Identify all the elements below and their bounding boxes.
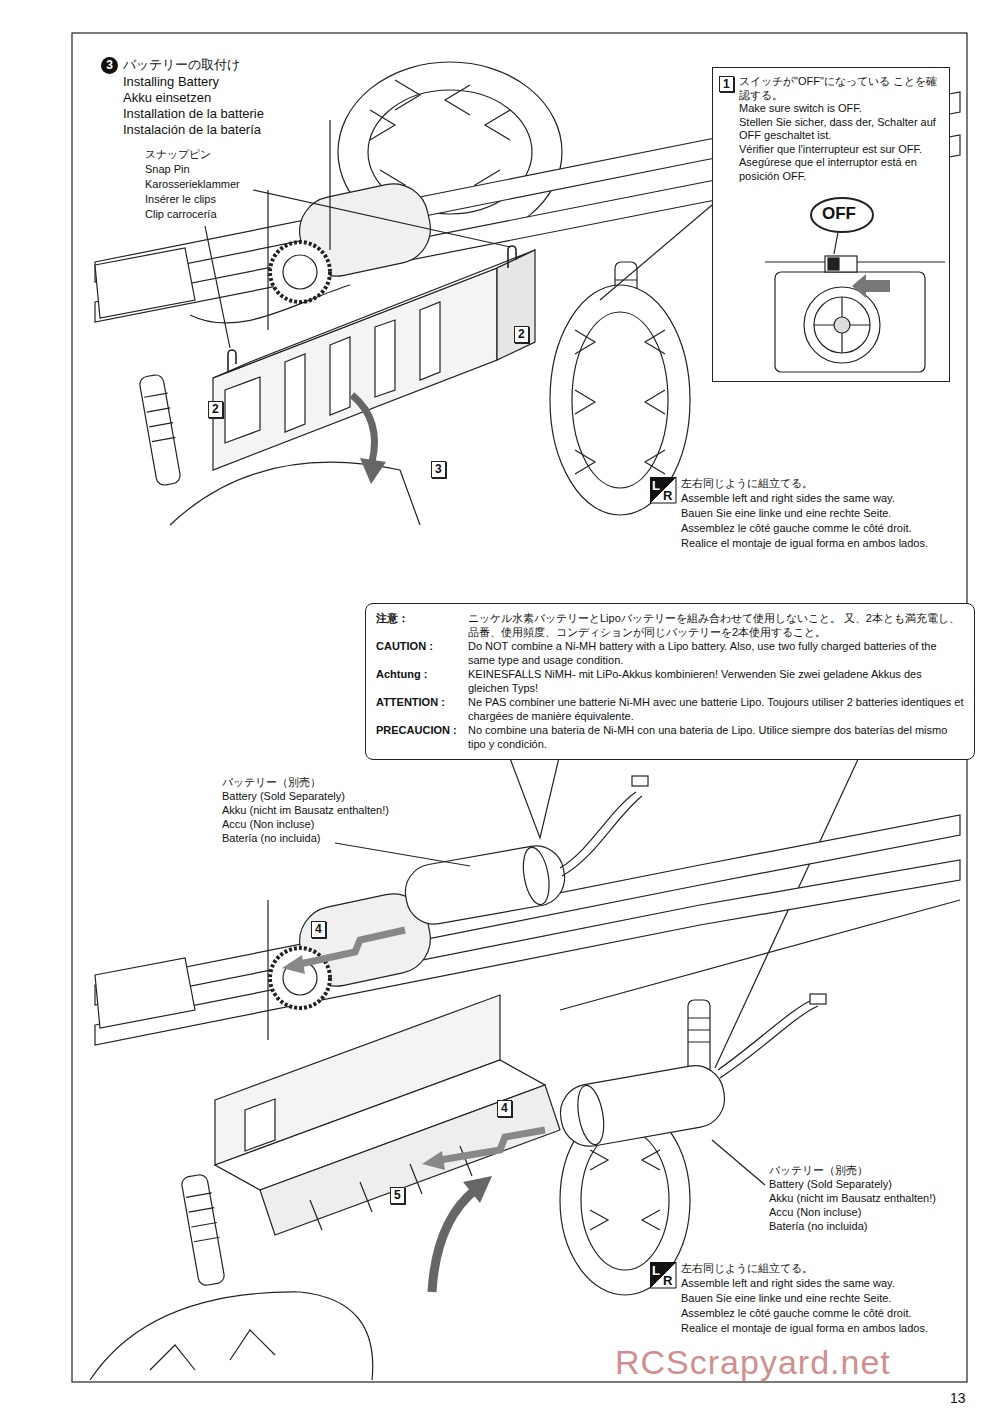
note-text: Asegúrese que el interruptor está en pos… xyxy=(739,156,944,183)
note-text: Vérifier que l'interrupteur est sur OFF. xyxy=(739,143,944,157)
lr-icon xyxy=(650,477,676,1288)
section-title: バッテリーの取付け xyxy=(123,57,240,73)
part-label: Battery (Sold Separately) xyxy=(222,790,345,803)
note-text: Make sure switch is OFF. xyxy=(739,102,944,116)
caution-heading: ATTENTION : xyxy=(376,696,468,723)
note-text: Assemblez le côté gauche comme le côté d… xyxy=(681,1307,912,1320)
part-label: Batería (no incluida) xyxy=(222,832,320,845)
note-text: Assemble left and right sides the same w… xyxy=(681,1277,895,1290)
caution-heading: 注意： xyxy=(376,612,468,639)
callout-number: 1 xyxy=(719,76,734,92)
note-box: 1 スイッチが"OFF"になっている ことを確認する。Make sure swit… xyxy=(712,67,950,382)
lr-letter: R xyxy=(663,1273,672,1289)
note-text: Bauen Sie eine linke und eine rechte Sei… xyxy=(681,507,891,520)
lr-letter: L xyxy=(652,1263,660,1279)
caution-text: No combine una bateria de Ni-MH con una … xyxy=(468,724,964,751)
callout-number: 5 xyxy=(390,1187,405,1204)
callout-number: 4 xyxy=(311,921,326,938)
caution-text: ニッケル水素バッテリーとLipoバッテリーを組み合わせて使用しないこと。 又、2… xyxy=(468,612,964,639)
part-label: Clip carrocería xyxy=(145,208,217,221)
caution-text: KEINESFALLS NiMH- mit LiPo-Akkus kombini… xyxy=(468,668,964,695)
page-number: 13 xyxy=(950,1390,966,1407)
part-label: Karosserieklammer xyxy=(145,178,240,191)
part-label: Akku (nicht im Bausatz enthalten!) xyxy=(222,804,389,817)
section-title: Installation de la batterie xyxy=(123,106,264,122)
part-label: バッテリー（別売） xyxy=(769,1164,868,1177)
part-label: Accu (Non incluse) xyxy=(769,1206,861,1219)
bottom-chassis xyxy=(90,745,960,1380)
note-text: Realice el montaje de igual forma en amb… xyxy=(681,1322,928,1335)
caution-text: Ne PAS combiner une batterie Ni-MH avec … xyxy=(468,696,964,723)
note-text: Stellen Sie sicher, dass der, Schalter a… xyxy=(739,116,944,143)
part-label: Akku (nicht im Bausatz enthalten!) xyxy=(769,1192,936,1205)
note-text-column: スイッチが"OFF"になっている ことを確認する。Make sure switc… xyxy=(739,75,944,183)
note-text: 左右同じように組立てる。 xyxy=(681,1262,813,1275)
note-text: Bauen Sie eine linke und eine rechte Sei… xyxy=(681,1292,891,1305)
part-label: Battery (Sold Separately) xyxy=(769,1178,892,1191)
note-text: Assemble left and right sides the same w… xyxy=(681,492,895,505)
lr-letter: L xyxy=(652,478,660,494)
part-label: Snap Pin xyxy=(145,163,190,176)
part-label: バッテリー（別売） xyxy=(222,776,321,789)
callout-number: 4 xyxy=(497,1100,512,1117)
caution-text: Do NOT combine a Ni-MH battery with a Li… xyxy=(468,640,964,667)
section-title: Akku einsetzen xyxy=(123,90,211,106)
section-title: Instalación de la batería xyxy=(123,122,261,138)
part-label: Batería (no incluida) xyxy=(769,1220,867,1233)
caution-heading: PRECAUCION : xyxy=(376,724,468,751)
part-label: スナップピン xyxy=(145,148,211,161)
callout-number: 2 xyxy=(208,401,223,418)
part-label: Insérer le clips xyxy=(145,193,216,206)
section-title: Installing Battery xyxy=(123,74,219,90)
top-chassis xyxy=(95,62,960,525)
caution-heading: CAUTION : xyxy=(376,640,468,667)
switch-illustration xyxy=(712,67,950,382)
watermark: RCScrapyard.net xyxy=(615,1342,891,1383)
caution-box: 注意：ニッケル水素バッテリーとLipoバッテリーを組み合わせて使用しないこと。 … xyxy=(365,603,975,760)
note-text: 左右同じように組立てる。 xyxy=(681,477,813,490)
note-text: Realice el montaje de igual forma en amb… xyxy=(681,537,928,550)
callout-number: 3 xyxy=(431,461,446,478)
switch-label: OFF xyxy=(822,204,856,224)
page-frame xyxy=(72,33,967,1382)
note-text: スイッチが"OFF"になっている ことを確認する。 xyxy=(739,75,944,102)
step-number: 3 xyxy=(101,57,118,74)
callout-number: 2 xyxy=(514,326,529,343)
part-label: Accu (Non incluse) xyxy=(222,818,314,831)
caution-heading: Achtung : xyxy=(376,668,468,695)
note-text: Assemblez le côté gauche comme le côté d… xyxy=(681,522,912,535)
lr-letter: R xyxy=(663,488,672,504)
